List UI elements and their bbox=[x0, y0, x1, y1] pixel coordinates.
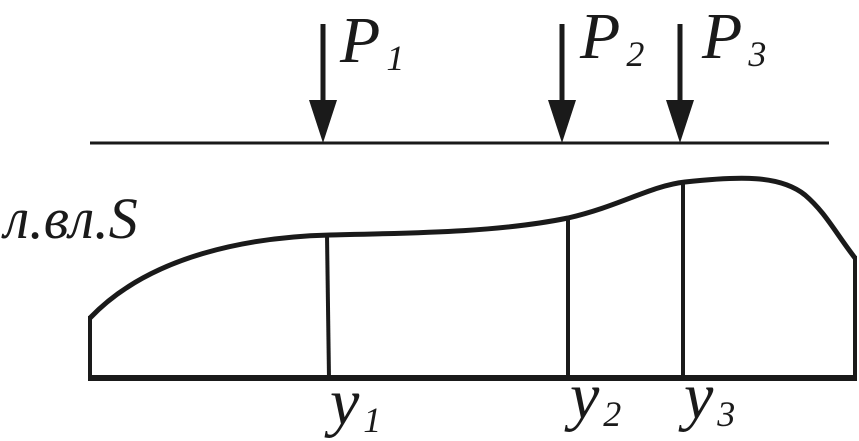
influence-line-curve bbox=[88, 175, 857, 320]
load-arrow-p3 bbox=[666, 24, 694, 143]
load-arrow-p1-head bbox=[309, 100, 337, 143]
ordinate-label-y2-index: 2 bbox=[603, 394, 621, 434]
load-label-p2-letter: P bbox=[579, 0, 620, 73]
influence-line-label: л.вл.S bbox=[1, 186, 138, 251]
load-label-p2-index: 2 bbox=[626, 34, 644, 74]
ordinate-y1-line bbox=[325, 234, 331, 379]
ordinate-label-y2-letter: y bbox=[564, 360, 600, 433]
load-arrow-p3-head bbox=[666, 100, 694, 143]
load-label-p1-letter: P bbox=[339, 4, 380, 77]
ordinate-label-y3-letter: y bbox=[678, 360, 714, 433]
load-label-p3-index: 3 bbox=[747, 34, 766, 74]
ordinate-label-y3-index: 3 bbox=[716, 394, 735, 434]
ordinate-label-y1-letter: y bbox=[324, 366, 360, 439]
load-arrow-p2 bbox=[548, 24, 576, 143]
ordinate-label-y1-index: 1 bbox=[363, 400, 381, 440]
load-label-p1-index: 1 bbox=[386, 38, 404, 78]
load-label-p3-letter: P bbox=[701, 0, 742, 73]
load-arrow-p2-head bbox=[548, 100, 576, 143]
load-arrow-p1 bbox=[309, 24, 337, 143]
